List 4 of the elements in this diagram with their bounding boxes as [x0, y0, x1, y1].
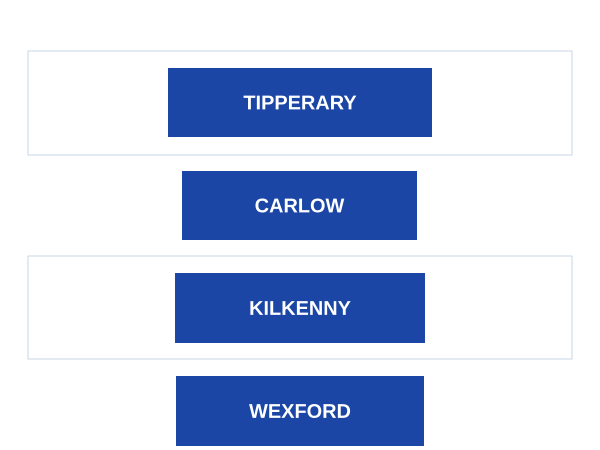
label-box: WEXFORD	[176, 376, 424, 446]
label-box: KILKENNY	[175, 273, 425, 343]
label-box: TIPPERARY	[168, 68, 432, 137]
label-box: CARLOW	[182, 171, 417, 240]
